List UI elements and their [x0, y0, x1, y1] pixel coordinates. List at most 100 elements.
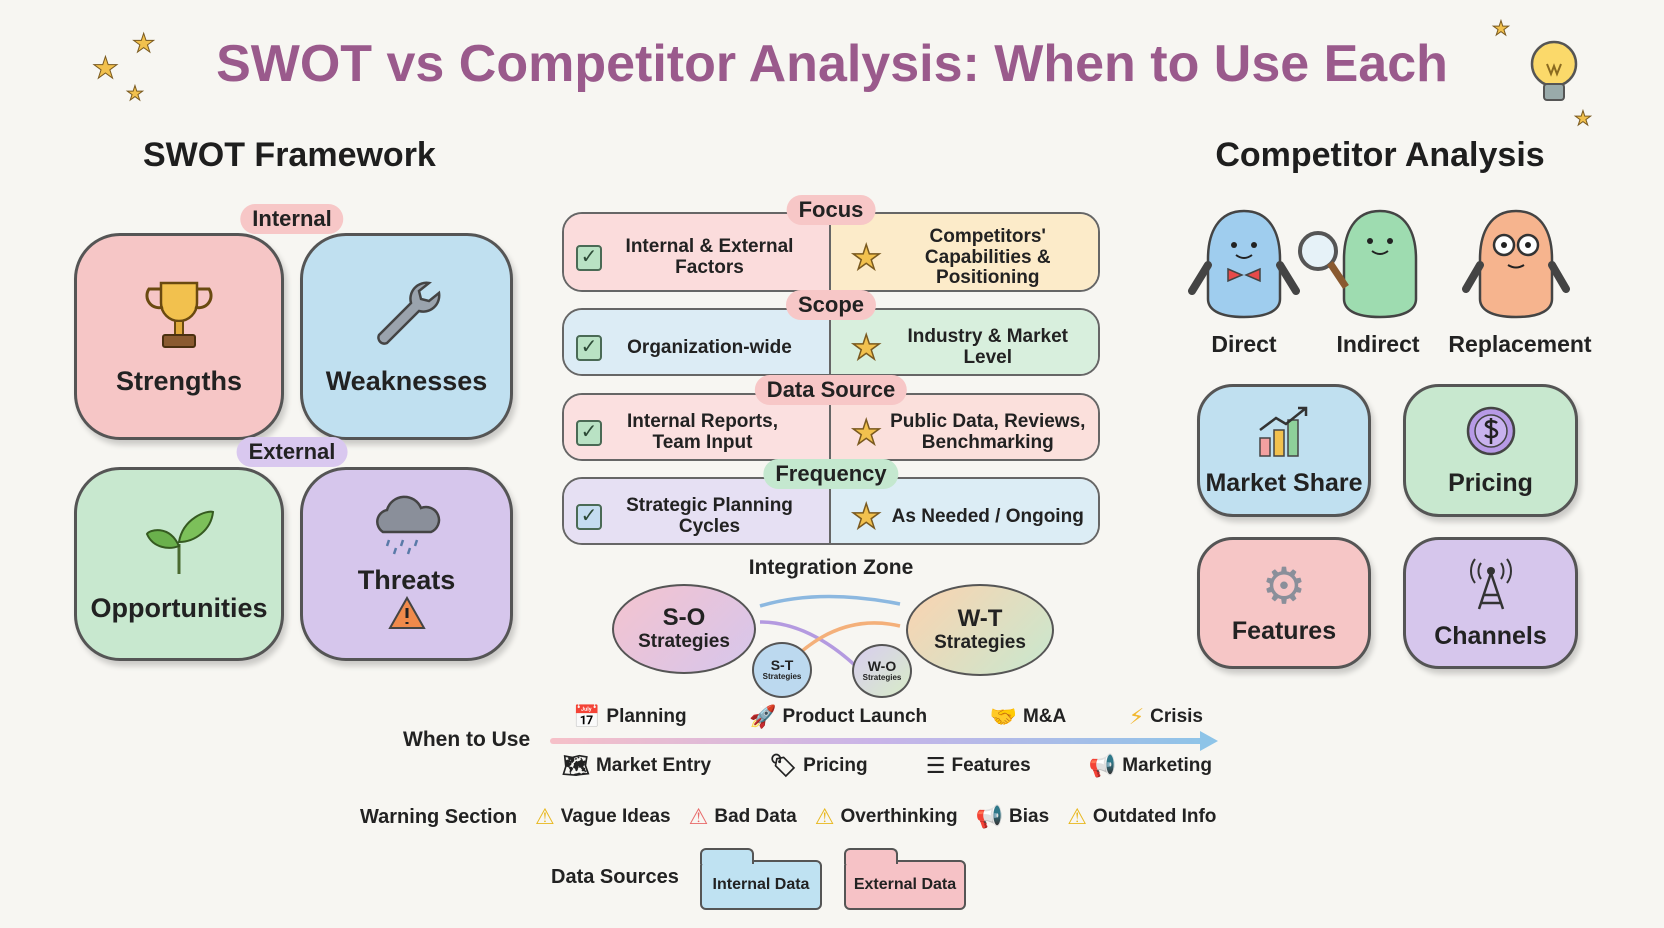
wo-code: W-O: [867, 657, 897, 674]
lightning-icon: ⚡: [1128, 704, 1145, 729]
warning-bias: 📢Bias: [975, 804, 1050, 829]
pricing-card[interactable]: Pricing: [1403, 384, 1578, 517]
megaphone-icon: 📢: [1088, 753, 1117, 778]
star-icon: ★: [850, 328, 882, 367]
comparison-row-frequency: ✓ Strategic Planning Cycles ★ As Needed / …: [562, 477, 1100, 545]
map-icon: 🗺: [562, 753, 590, 778]
data-source-competitor: Public Data, Reviews, Benchmarking: [890, 411, 1086, 453]
checkbox-icon: ✓: [576, 245, 602, 271]
competitor-heading: Competitor Analysis: [1215, 136, 1545, 174]
so-strategies-bubble[interactable]: S-O Strategies: [612, 584, 756, 674]
wo-strategies-bubble[interactable]: W-O Strategies: [852, 644, 912, 698]
weaknesses-label: Weaknesses: [325, 365, 488, 396]
checkbox-icon: ✓: [576, 504, 602, 530]
antenna-icon: [1463, 555, 1519, 616]
indirect-competitor-character: [1298, 209, 1418, 319]
category-frequency: Frequency: [763, 459, 899, 489]
arrow-so-to-wt: [759, 594, 901, 608]
type-direct: Direct: [1211, 331, 1277, 357]
internal-label: Internal: [240, 204, 344, 234]
use-planning: 📅Planning: [573, 704, 687, 729]
replacement-competitor-character: [1462, 209, 1570, 319]
opportunities-quadrant[interactable]: Opportunities: [74, 467, 284, 661]
pricing-label: Pricing: [1448, 468, 1533, 497]
warning-icon: [387, 595, 426, 635]
st-strategies-bubble[interactable]: S-T Strategies: [752, 642, 812, 698]
calendar-icon: 📅: [573, 704, 601, 729]
scope-competitor: Industry & Market Level: [907, 326, 1068, 368]
channels-card[interactable]: Channels: [1403, 537, 1578, 669]
sprout-icon: [139, 504, 219, 585]
category-scope: Scope: [785, 290, 877, 320]
when-to-use-top-row: 📅Planning 🚀Product Launch 🤝M&A ⚡Crisis: [573, 704, 1203, 730]
star-icon: ★: [131, 28, 156, 58]
arrow-so-to-wo: [759, 620, 862, 672]
star-icon: ★: [850, 497, 882, 536]
use-product-launch: 🚀Product Launch: [749, 704, 928, 729]
star-icon: ★: [1574, 108, 1593, 131]
dollar-coin-icon: [1464, 404, 1518, 463]
star-icon: ★: [126, 83, 145, 105]
rocket-icon: 🚀: [749, 704, 777, 729]
use-market-entry: 🗺Market Entry: [562, 753, 712, 778]
market-share-card[interactable]: Market Share: [1197, 384, 1371, 517]
wo-label: Strategies: [862, 673, 902, 683]
wt-strategies-bubble[interactable]: W-T Strategies: [906, 584, 1054, 676]
wt-label: Strategies: [934, 631, 1026, 653]
swot-heading: SWOT Framework: [143, 136, 436, 174]
data-source-swot: Internal Reports, Team Input: [627, 411, 778, 453]
timeline-arrow: [550, 738, 1205, 744]
focus-competitor: Competitors' Capabilities & Positioning: [924, 226, 1051, 289]
integration-zone-title: Integration Zone: [748, 556, 914, 579]
st-label: Strategies: [762, 672, 802, 682]
handshake-icon: 🤝: [989, 704, 1017, 729]
checkbox-icon: ✓: [576, 335, 602, 361]
wrench-icon: [367, 277, 447, 358]
star-icon: ★: [850, 413, 882, 452]
category-data-source: Data Source: [754, 375, 908, 405]
external-data-folder[interactable]: External Data: [844, 848, 966, 910]
threats-quadrant[interactable]: Threats: [300, 467, 513, 661]
page-title: SWOT vs Competitor Analysis: When to Use…: [216, 35, 1448, 93]
use-pricing: 🏷Pricing: [769, 753, 868, 778]
internal-data-folder[interactable]: Internal Data: [700, 848, 822, 910]
star-icon: ★: [1492, 18, 1511, 41]
so-label: Strategies: [638, 630, 730, 652]
frequency-swot: Strategic Planning Cycles: [626, 495, 793, 537]
features-card[interactable]: ⚙ Features: [1197, 537, 1371, 669]
star-icon: ★: [850, 238, 882, 277]
external-label: External: [236, 437, 348, 467]
lightbulb-icon: [1522, 34, 1586, 119]
threats-label: Threats: [357, 564, 456, 595]
list-icon: ☰: [925, 753, 946, 778]
direct-competitor-character: [1188, 209, 1300, 319]
data-sources-label: Data Sources: [551, 866, 679, 888]
warning-bad-data: ⚠Bad Data: [688, 804, 797, 829]
comparison-row-focus: ✓ Internal & External Factors ★ Competitor…: [562, 212, 1100, 292]
warning-overthinking: ⚠Overthinking: [814, 804, 958, 829]
opportunities-label: Opportunities: [90, 593, 268, 623]
use-marketing: 📢Marketing: [1088, 753, 1212, 778]
warning-icon: ⚠: [814, 804, 835, 829]
when-to-use-label: When to Use: [403, 728, 531, 751]
warning-section: Warning Section ⚠Vague Ideas ⚠Bad Data ⚠…: [360, 804, 1216, 830]
timeline-arrowhead: [1200, 731, 1218, 751]
scope-swot: Organization-wide: [627, 336, 792, 358]
storm-cloud-icon: [365, 494, 449, 563]
gear-icon: ⚙: [1261, 557, 1307, 614]
type-indirect: Indirect: [1336, 331, 1420, 357]
use-crisis: ⚡Crisis: [1128, 704, 1203, 729]
bar-chart-icon: [1254, 404, 1314, 463]
warning-section-label: Warning Section: [360, 805, 518, 828]
star-icon: ★: [92, 52, 120, 85]
channels-label: Channels: [1434, 622, 1547, 650]
focus-swot: Internal & External Factors: [625, 236, 794, 278]
use-ma: 🤝M&A: [989, 704, 1067, 729]
weaknesses-quadrant[interactable]: Weaknesses: [300, 233, 513, 440]
market-share-label: Market Share: [1205, 468, 1363, 497]
alert-icon: ⚠: [688, 804, 709, 829]
strengths-quadrant[interactable]: Strengths: [74, 233, 284, 440]
frequency-competitor: As Needed / Ongoing: [891, 505, 1084, 527]
strengths-label: Strengths: [115, 365, 242, 396]
megaphone-icon: 📢: [975, 804, 1004, 829]
